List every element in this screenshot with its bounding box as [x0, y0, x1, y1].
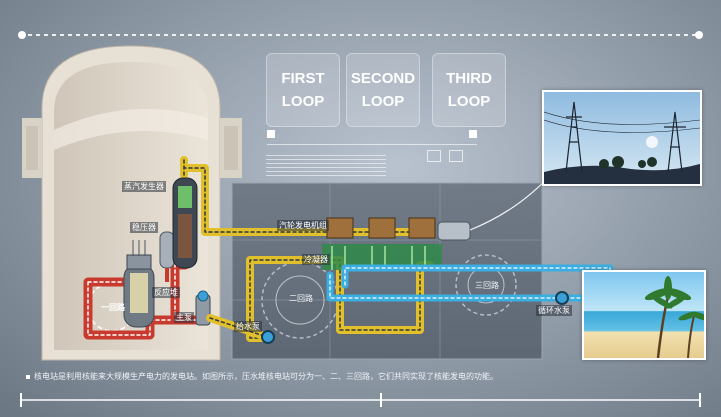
- reactor-vessel: [123, 240, 155, 328]
- top-dotted-line: [18, 31, 703, 39]
- seaside-photo: [582, 270, 706, 360]
- label-condenser: 冷凝器: [302, 254, 330, 265]
- third-loop-button[interactable]: THIRD LOOP: [432, 53, 506, 127]
- grid-icon[interactable]: [449, 150, 463, 162]
- toolbar-icons: [427, 150, 467, 162]
- label-main-pump: 主泵: [174, 312, 194, 323]
- bullet-icon: [26, 374, 30, 379]
- label-reactor: 反应堆: [152, 287, 180, 298]
- loop-selector-bracket: [267, 130, 477, 145]
- circulating-pump-body: [555, 291, 569, 305]
- steam-generator-vessel: [172, 177, 198, 269]
- transmission-towers-photo: [542, 90, 702, 186]
- timeline-start-tick: [20, 393, 22, 407]
- turbine-generator-set: [322, 217, 471, 270]
- label-loop2: 二回路: [289, 294, 313, 303]
- description-caption: 核电站是利用核能来大规模生产电力的发电站。如图所示，压水堆核电站可分为一、二、三…: [26, 371, 498, 382]
- label-loop3: 三回路: [475, 281, 499, 290]
- caption-text: 核电站是利用核能来大规模生产电力的发电站。如图所示，压水堆核电站可分为一、二、三…: [34, 372, 498, 381]
- label-circulating-pump: 循环水泵: [536, 305, 572, 316]
- timeline-bar[interactable]: [20, 393, 701, 407]
- timeline-end-tick: [699, 393, 701, 407]
- label-feedwater-pump: 给水泵: [234, 321, 262, 332]
- grid-icon[interactable]: [427, 150, 441, 162]
- label-steam-generator: 蒸汽发生器: [122, 181, 166, 192]
- decorative-text-lines: [266, 155, 386, 177]
- feedwater-pump-body: [261, 330, 275, 344]
- label-pressurizer: 稳压器: [130, 222, 158, 233]
- label-loop1: 一回路: [101, 303, 125, 312]
- second-loop-button[interactable]: SECOND LOOP: [346, 53, 420, 127]
- label-turbine-generator: 汽轮发电机组: [277, 220, 329, 231]
- first-loop-button[interactable]: FIRST LOOP: [266, 53, 340, 127]
- timeline-handle[interactable]: [380, 393, 382, 407]
